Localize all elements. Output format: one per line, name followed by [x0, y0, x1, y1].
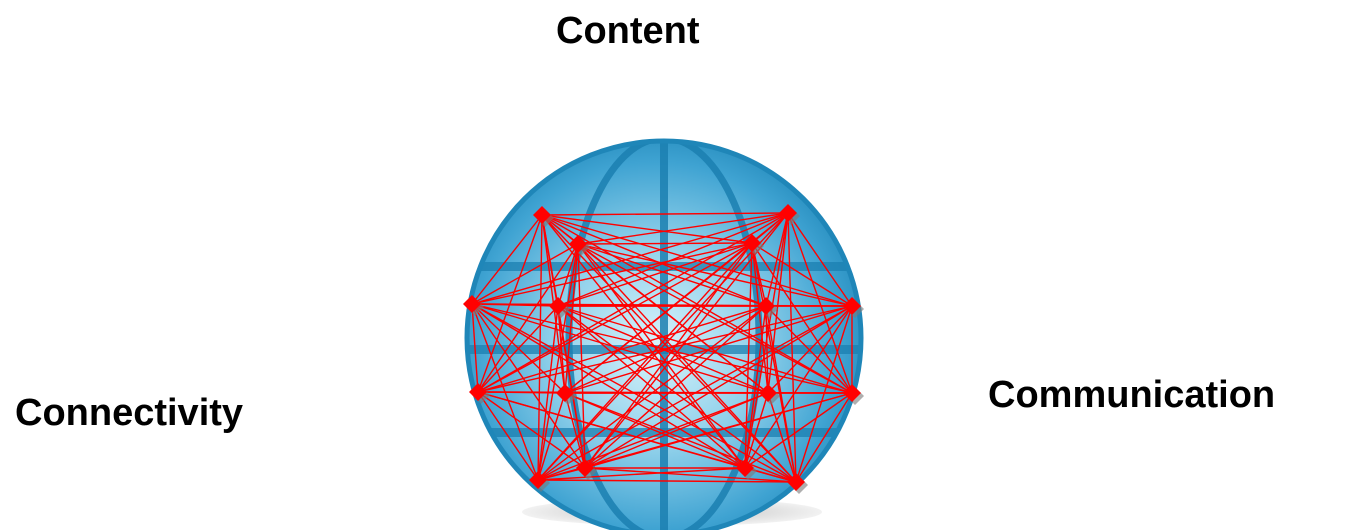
- globe-network-icon: [0, 0, 1355, 530]
